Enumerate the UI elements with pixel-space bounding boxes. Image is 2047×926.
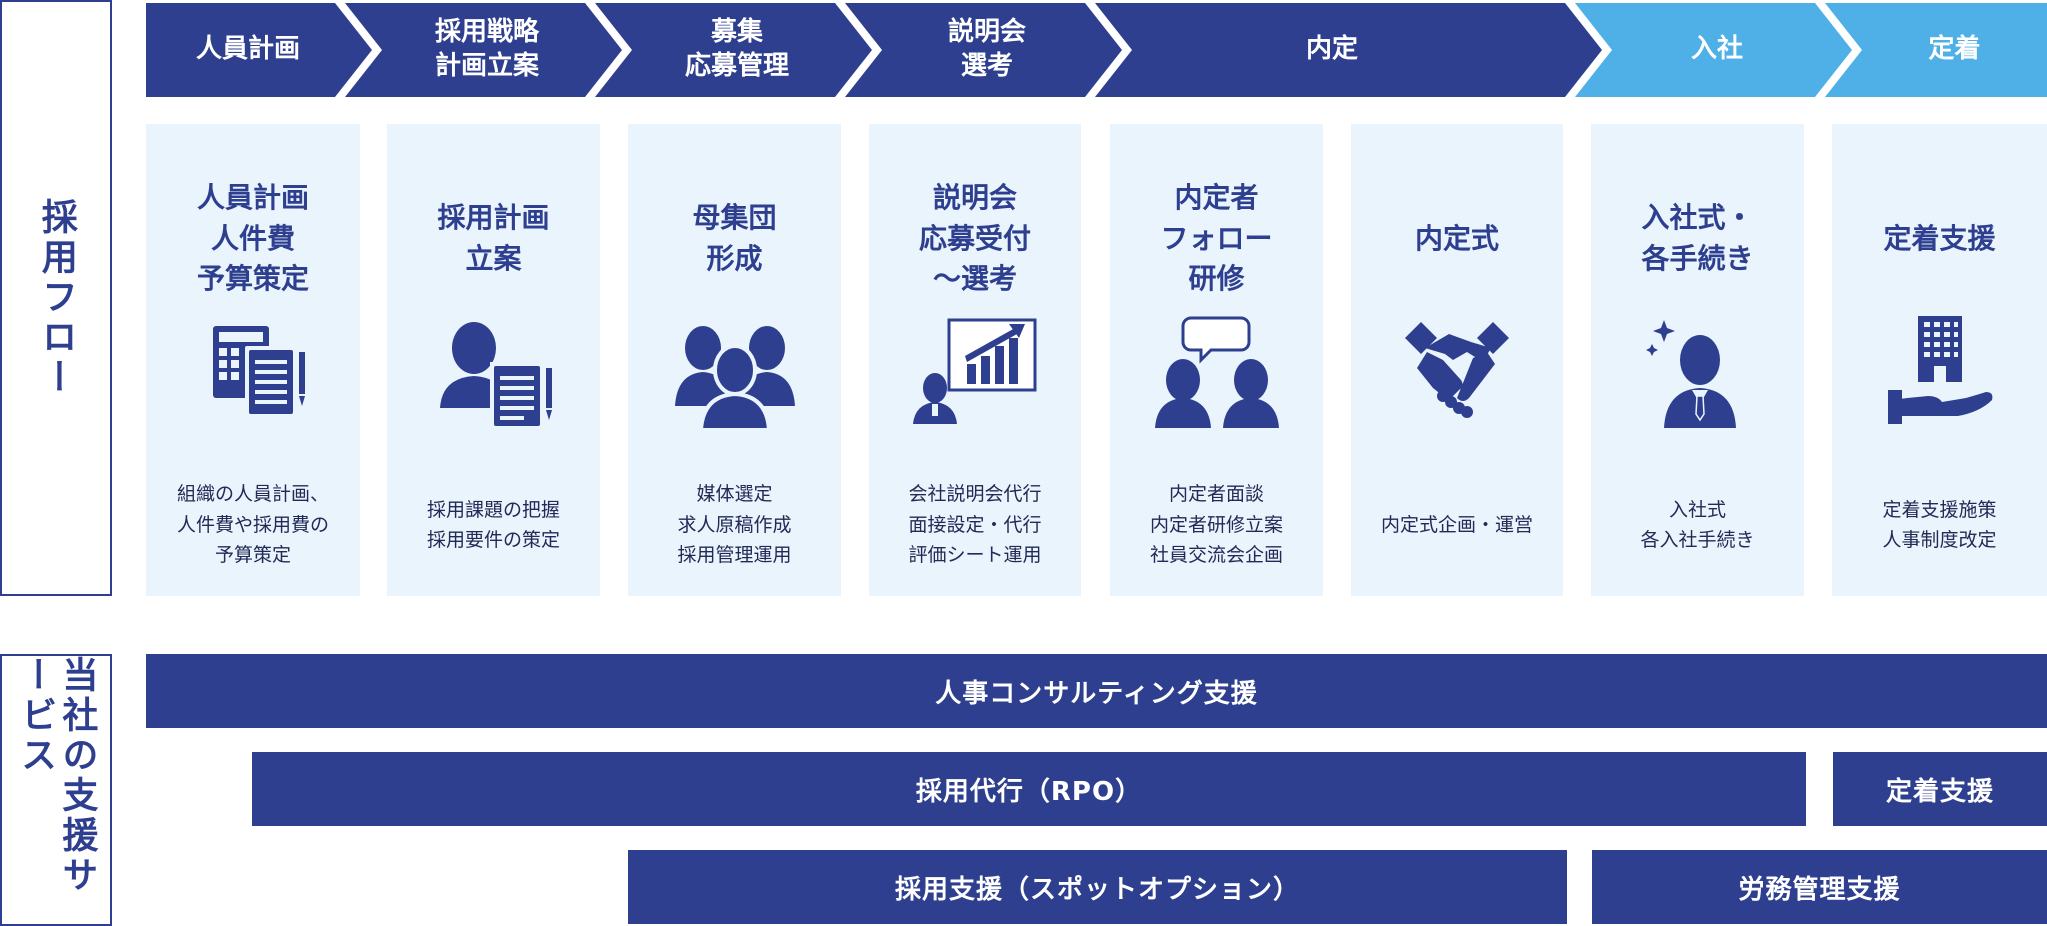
card-title: 人員計画 人件費 予算策定 [196,181,309,296]
card-ceremony: 内定式 内定式企画・運営 [1351,124,1563,596]
card-staffing-plan: 人員計画 人件費 予算策定 組織の人員計画、 人件費や採用費の 予算策定 [146,124,360,596]
chevron-step-3 [595,3,872,97]
card-description: 組織の人員計画、 人件費や採用費の 予算策定 [176,483,329,567]
service-label-text: 当社の支援サービス [15,656,98,896]
card-title: 内定者 フォロー 研修 [1160,181,1273,296]
card-onboarding: 入社式・ 各手続き 入社式 各入社手続き [1591,124,1804,596]
service-rpo: 採用代行（RPO） [252,752,1806,826]
card-title: 母集団 形成 [692,201,777,275]
chevron-label-1: 人員計画 [195,34,300,65]
card-hiring-plan: 採用計画 立案 採用課題の把握 採用要件の策定 [387,124,600,596]
card-description: 内定者面談 内定者研修立案 社員交流会企画 [1149,483,1283,567]
flow-label-text: 採用フロー [35,198,77,398]
card-candidate-pool: 母集団 形成 媒体選定 求人原稿作成 採用管理運用 [628,124,841,596]
new-employee-icon [1645,320,1736,428]
chevron-step-1 [146,3,372,97]
card-followup: 内定者 フォロー 研修 内定者面談 内定者研修立案 社員交流会企画 [1110,124,1323,596]
conversation-icon [1154,316,1279,428]
service-hr-consulting: 人事コンサルティング支援 [146,654,2047,728]
handshake-icon [1405,322,1509,418]
service-section-label: 当社の支援サービス [0,654,112,926]
chevron-label-3: 募集 応募管理 [684,17,789,81]
card-title: 内定式 [1414,221,1499,255]
card-retention: 定着支援 定着支援施策 人事制度改定 [1832,124,2047,596]
process-chevron-bar [146,3,2047,97]
chevron-label-4: 説明会 選考 [947,17,1026,81]
card-description: 内定式企画・運営 [1380,513,1533,536]
chevron-label-7: 定着 [1928,34,1981,65]
card-description: 媒体選定 求人原稿作成 採用管理運用 [677,483,792,567]
chevron-step-5 [1095,3,1602,97]
service-labor-management: 労務管理支援 [1592,850,2047,924]
presentation-chart-icon [913,318,1037,424]
chevron-step-6 [1575,3,1852,97]
card-title: 入社式・ 各手続き [1641,201,1754,275]
card-description: 会社説明会代行 面接設定・代行 評価シート運用 [908,483,1042,567]
card-title: 採用計画 立案 [437,201,550,275]
card-description: 入社式 各入社手続き [1640,498,1755,551]
chevron-step-4 [845,3,1122,97]
service-spot-option: 採用支援（スポットオプション） [628,850,1567,924]
chevron-label-2: 採用戦略 計画立案 [434,17,539,81]
card-title: 定着支援 [1883,221,1996,255]
flow-section-label: 採用フロー [0,0,112,596]
group-people-icon [674,326,795,432]
person-document-icon [439,322,552,426]
card-title: 説明会 応募受付 ～選考 [918,181,1031,296]
chevron-step-2 [345,3,622,97]
building-hand-icon [1887,316,1992,424]
chevron-label-6: 入社 [1690,34,1743,65]
card-description: 採用課題の把握 採用要件の策定 [426,498,560,551]
chevron-label-5: 内定 [1305,34,1358,65]
service-retention-support: 定着支援 [1833,752,2047,826]
chevron-step-7 [1825,3,2047,97]
card-description: 定着支援施策 人事制度改定 [1882,498,1997,551]
card-selection: 説明会 応募受付 ～選考 会社説明会代行 面接設定・代行 評価シート運用 [869,124,1081,596]
calculator-document-icon [213,326,305,414]
